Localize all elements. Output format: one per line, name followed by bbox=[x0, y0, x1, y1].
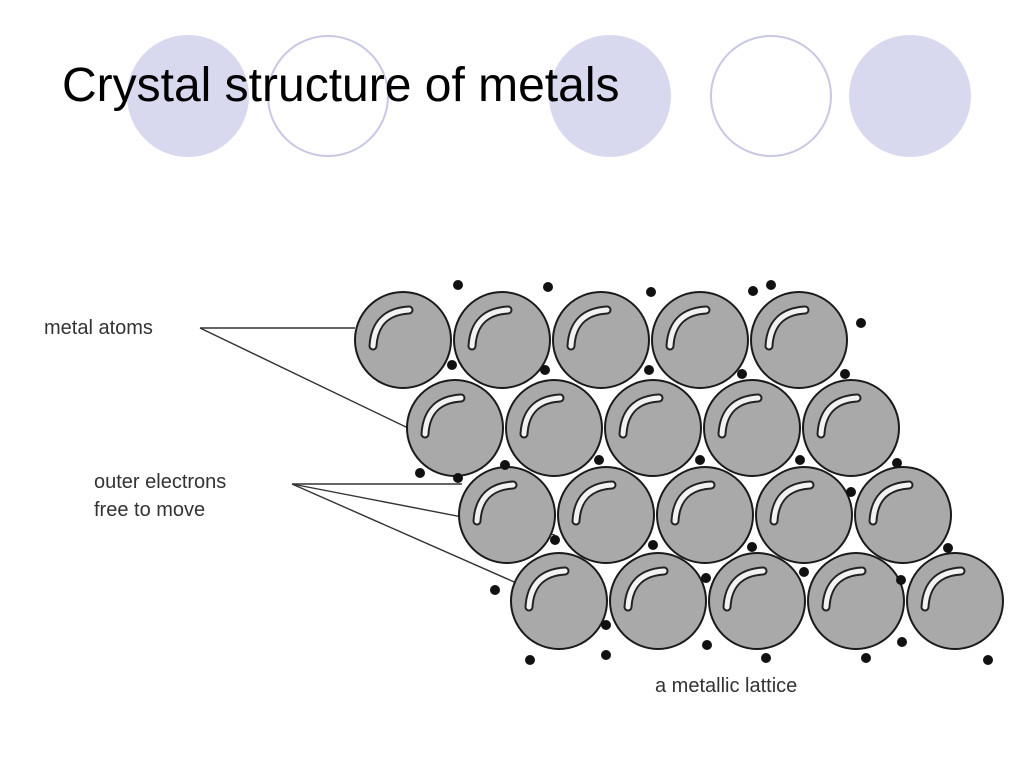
metal-atoms bbox=[354, 291, 1004, 650]
decorative-circles bbox=[127, 35, 971, 157]
free-electron bbox=[550, 535, 560, 545]
metal-atom bbox=[557, 466, 655, 564]
free-electron bbox=[695, 455, 705, 465]
metal-atom bbox=[651, 291, 749, 389]
label-free-to-move: free to move bbox=[94, 499, 205, 521]
metal-atom bbox=[604, 379, 702, 477]
metal-atom bbox=[703, 379, 801, 477]
free-electron bbox=[702, 640, 712, 650]
metal-atom bbox=[708, 552, 806, 650]
metal-atom bbox=[750, 291, 848, 389]
deco-circle-filled bbox=[849, 35, 971, 157]
metal-atom bbox=[802, 379, 900, 477]
metal-atom bbox=[807, 552, 905, 650]
free-electron bbox=[447, 360, 457, 370]
free-electron bbox=[646, 287, 656, 297]
free-electron bbox=[543, 282, 553, 292]
free-electron bbox=[761, 653, 771, 663]
free-electron bbox=[594, 455, 604, 465]
metal-atom bbox=[656, 466, 754, 564]
deco-circle-outline bbox=[267, 35, 389, 157]
metal-atom bbox=[505, 379, 603, 477]
metal-atom bbox=[552, 291, 650, 389]
free-electron bbox=[701, 573, 711, 583]
deco-circle-filled bbox=[549, 35, 671, 157]
free-electron bbox=[500, 460, 510, 470]
free-electron bbox=[601, 620, 611, 630]
free-electron bbox=[766, 280, 776, 290]
free-electron bbox=[846, 487, 856, 497]
label-outer-electrons: outer electrons bbox=[94, 471, 226, 493]
label-metal-atoms: metal atoms bbox=[44, 317, 153, 339]
free-electron bbox=[644, 365, 654, 375]
free-electron bbox=[648, 540, 658, 550]
free-electron bbox=[799, 567, 809, 577]
free-electron bbox=[601, 650, 611, 660]
deco-circle-outline bbox=[710, 35, 832, 157]
free-electron bbox=[892, 458, 902, 468]
label-metallic-lattice: a metallic lattice bbox=[655, 675, 797, 697]
metal-atom bbox=[354, 291, 452, 389]
deco-circle-filled bbox=[127, 35, 249, 157]
metal-atom bbox=[453, 291, 551, 389]
free-electron bbox=[861, 653, 871, 663]
free-electron bbox=[983, 655, 993, 665]
metal-atom bbox=[609, 552, 707, 650]
free-electron bbox=[897, 637, 907, 647]
metal-atom bbox=[906, 552, 1004, 650]
metal-atom bbox=[854, 466, 952, 564]
metal-atom bbox=[510, 552, 608, 650]
free-electron bbox=[748, 286, 758, 296]
free-electron bbox=[525, 655, 535, 665]
free-electron bbox=[747, 542, 757, 552]
free-electron bbox=[856, 318, 866, 328]
free-electrons bbox=[415, 280, 993, 665]
metal-atom bbox=[406, 379, 504, 477]
free-electron bbox=[415, 468, 425, 478]
free-electron bbox=[453, 280, 463, 290]
free-electron bbox=[453, 473, 463, 483]
free-electron bbox=[540, 365, 550, 375]
free-electron bbox=[795, 455, 805, 465]
slide-title: Crystal structure of metals bbox=[62, 59, 620, 112]
metal-atom bbox=[755, 466, 853, 564]
free-electron bbox=[737, 369, 747, 379]
leader-line bbox=[199, 327, 409, 429]
free-electron bbox=[490, 585, 500, 595]
free-electron bbox=[896, 575, 906, 585]
free-electron bbox=[943, 543, 953, 553]
metal-atom bbox=[458, 466, 556, 564]
free-electron bbox=[840, 369, 850, 379]
